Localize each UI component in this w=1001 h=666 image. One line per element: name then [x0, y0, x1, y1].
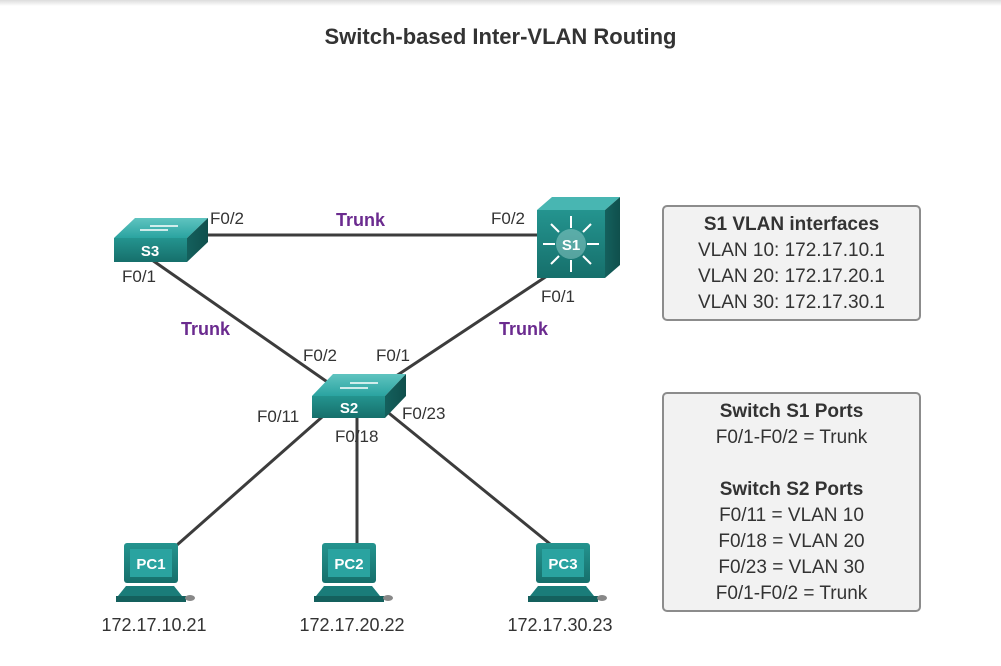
port-label-s2-f02: F0/2: [303, 346, 337, 365]
switch-ports-box: Switch S1 Ports F0/1-F0/2 = Trunk Switch…: [662, 392, 921, 612]
vlan-box-line: VLAN 20: 172.17.20.1: [698, 266, 885, 287]
s2-ports-header: Switch S2 Ports: [719, 479, 864, 500]
link-s1-s2: [377, 270, 554, 390]
port-label-s3-f01: F0/1: [122, 267, 156, 286]
port-label-s2-f011: F0/11: [257, 407, 299, 426]
switch-s1-label: S1: [562, 237, 580, 254]
trunk-label-s1-s2: Trunk: [499, 319, 549, 339]
s2-ports-line: F0/18 = VLAN 20: [718, 531, 865, 552]
multilayer-switch-s1-icon[interactable]: S1: [537, 197, 620, 278]
port-label-s2-f018: F0/18: [335, 427, 378, 446]
s1-ports-line: F0/1-F0/2 = Trunk: [715, 427, 868, 448]
switch-s2-label: S2: [340, 400, 358, 417]
pc2-icon[interactable]: PC2: [314, 543, 393, 602]
pc1-icon[interactable]: PC1: [116, 543, 195, 602]
s2-ports-line: F0/11 = VLAN 10: [719, 505, 864, 526]
link-s3-s2: [151, 258, 337, 390]
pc2-ip: 172.17.20.22: [299, 615, 404, 635]
pc3-ip: 172.17.30.23: [507, 615, 612, 635]
pc3-label: PC3: [548, 556, 577, 573]
trunk-label-s3-s1: Trunk: [336, 210, 386, 230]
trunk-label-s3-s2: Trunk: [181, 319, 231, 339]
switch-s3-icon[interactable]: S3: [114, 218, 208, 262]
port-label-s2-f023: F0/23: [402, 404, 445, 423]
port-label-s3-f02: F0/2: [210, 209, 244, 228]
port-label-s2-f01: F0/1: [376, 346, 410, 365]
top-shadow-bar: [0, 0, 1001, 6]
s2-ports-line: F0/23 = VLAN 30: [718, 557, 865, 578]
s1-vlan-interfaces-box: S1 VLAN interfaces VLAN 10: 172.17.10.1 …: [662, 205, 921, 321]
pc1-ip: 172.17.10.21: [101, 615, 206, 635]
link-s2-pc1: [159, 408, 331, 562]
vlan-box-header: S1 VLAN interfaces: [703, 214, 880, 235]
switch-s3-label: S3: [141, 243, 159, 260]
s2-ports-line: F0/1-F0/2 = Trunk: [715, 583, 868, 604]
diagram-title: Switch-based Inter-VLAN Routing: [324, 24, 677, 49]
port-label-s1-f01: F0/1: [541, 287, 575, 306]
spacer: [664, 451, 919, 477]
pc3-icon[interactable]: PC3: [528, 543, 607, 602]
link-s2-pc3: [384, 408, 556, 550]
pc1-label: PC1: [136, 556, 165, 573]
port-label-s1-f02: F0/2: [491, 209, 525, 228]
vlan-box-line: VLAN 10: 172.17.10.1: [698, 240, 885, 261]
pc2-label: PC2: [334, 556, 363, 573]
links: [151, 233, 556, 562]
vlan-box-line: VLAN 30: 172.17.30.1: [698, 292, 885, 313]
switch-s2-icon[interactable]: S2: [312, 374, 406, 418]
s1-ports-header: Switch S1 Ports: [719, 401, 864, 422]
